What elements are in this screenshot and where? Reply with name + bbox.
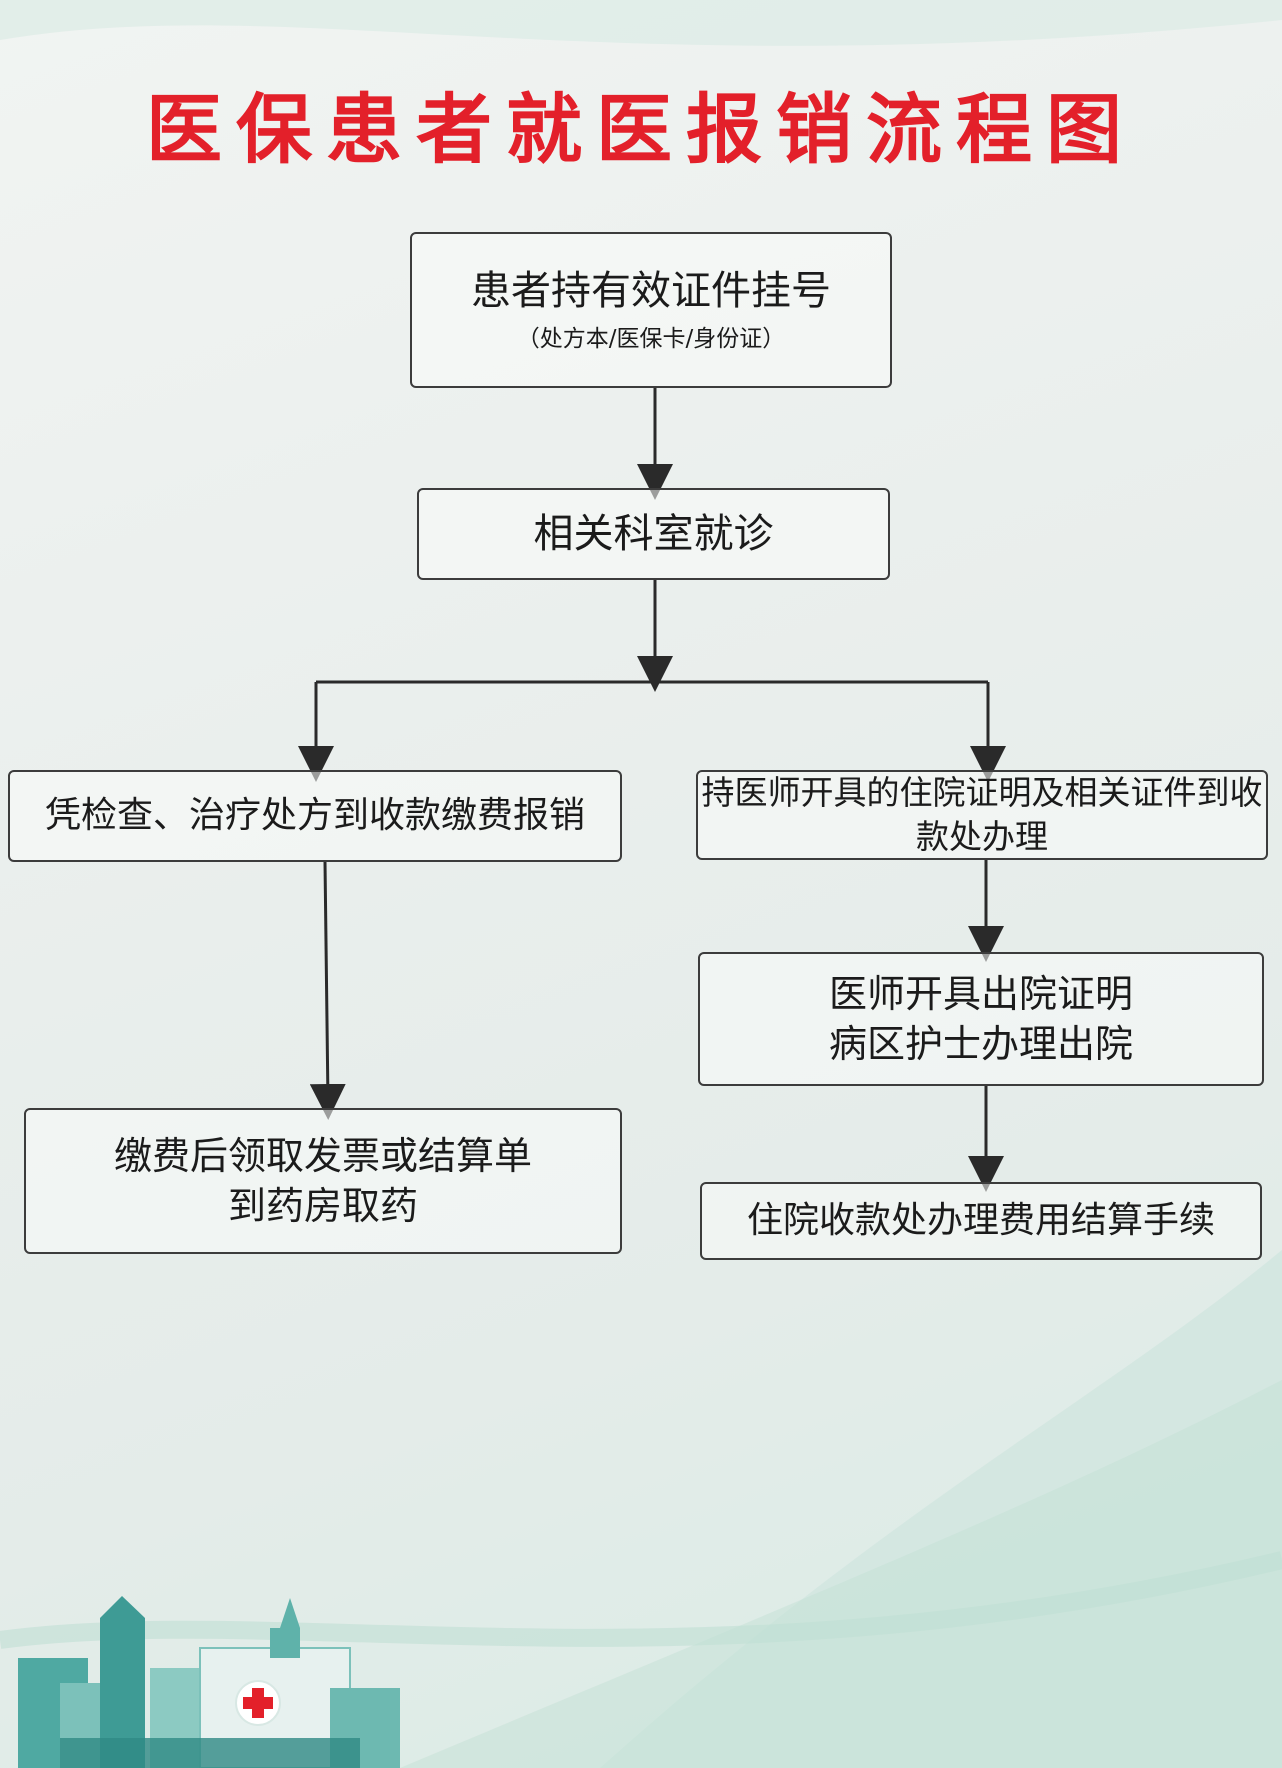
step-inpatient-discharge-line2: 病区护士办理出院 — [828, 1022, 1133, 1066]
step-outpatient-collect-line1: 缴费后领取发票或结算单 — [113, 1133, 532, 1178]
step-inpatient-admit-text: 持医师开具的住院证明及相关证件到收款处办理 — [701, 773, 1263, 856]
step-register-box: 患者持有效证件挂号 （处方本/医保卡/身份证） — [410, 232, 892, 388]
arrow-outpatient-pay-to-collect — [309, 861, 346, 1120]
step-inpatient-settle-text: 住院收款处办理费用结算手续 — [746, 1200, 1215, 1242]
step-outpatient-pay-box: 凭检查、治疗处方到收款缴费报销 — [8, 770, 622, 862]
hospital-skyline-decoration — [18, 1596, 400, 1768]
step-visit-text: 相关科室就诊 — [533, 510, 774, 557]
step-visit-box: 相关科室就诊 — [417, 488, 890, 580]
step-register-subtext: （处方本/医保卡/身份证） — [516, 326, 786, 353]
step-inpatient-settle-box: 住院收款处办理费用结算手续 — [700, 1182, 1262, 1260]
step-outpatient-collect-box: 缴费后领取发票或结算单 到药房取药 — [24, 1108, 622, 1254]
step-outpatient-collect-line2: 到药房取药 — [227, 1184, 418, 1228]
step-inpatient-discharge-line1: 医师开具出院证明 — [828, 971, 1133, 1016]
step-inpatient-discharge-box: 医师开具出院证明 病区护士办理出院 — [698, 952, 1264, 1086]
step-inpatient-admit-box: 持医师开具的住院证明及相关证件到收款处办理 — [696, 770, 1268, 860]
step-outpatient-pay-text: 凭检查、治疗处方到收款缴费报销 — [44, 795, 585, 837]
step-register-text: 患者持有效证件挂号 — [471, 268, 831, 315]
page-title: 医保患者就医报销流程图 — [146, 85, 1136, 174]
